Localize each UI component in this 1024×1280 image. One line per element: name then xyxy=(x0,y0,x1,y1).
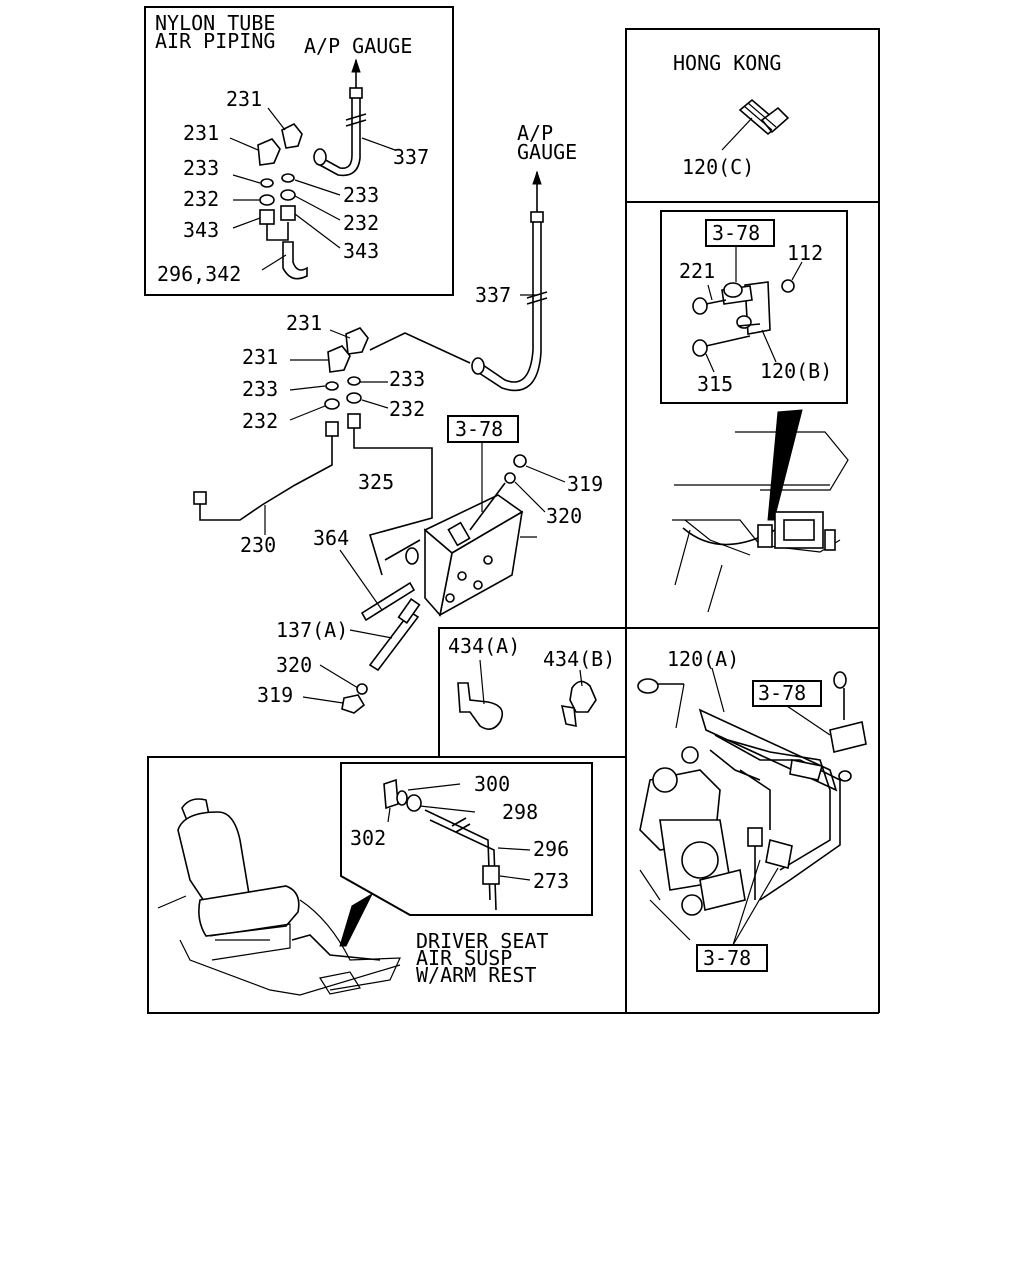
part-label-233: 233 xyxy=(242,377,278,401)
part-label-137a: 137(A) xyxy=(276,618,348,642)
part-label-221: 221 xyxy=(679,259,715,283)
seat-note-line1: DRIVER SEAT xyxy=(416,929,548,953)
driver-seat-sketch xyxy=(157,798,401,996)
frame-seat-detail xyxy=(340,762,593,916)
bracket-120b-drawing xyxy=(692,246,803,373)
part-label-231: 231 xyxy=(242,345,278,369)
part-label-337: 337 xyxy=(393,145,429,169)
part-label-231: 231 xyxy=(183,121,219,145)
inset-frame-nylon xyxy=(144,6,454,296)
inset-leader-lines xyxy=(229,107,396,271)
main-gauge-label: GAUGE xyxy=(517,140,577,164)
main-ap-label: A/P xyxy=(517,121,553,145)
clip-434b-drawing xyxy=(560,669,597,727)
part-label-120c: 120(C) xyxy=(682,155,754,179)
inset-title-line1: NYLON TUBE xyxy=(155,11,275,35)
part-label-325: 325 xyxy=(358,470,394,494)
vehicle-location-sketch xyxy=(672,409,849,613)
hong-kong-fitting-drawing xyxy=(721,98,790,151)
part-label-230: 230 xyxy=(240,533,276,557)
part-label-300: 300 xyxy=(474,772,510,796)
part-label-302: 302 xyxy=(350,826,386,850)
part-label-273: 273 xyxy=(533,869,569,893)
part-label-434b: 434(B) xyxy=(543,647,615,671)
part-label-343: 343 xyxy=(183,218,219,242)
part-label-319: 319 xyxy=(257,683,293,707)
part-label-337: 337 xyxy=(475,283,511,307)
part-label-112: 112 xyxy=(787,241,823,265)
seat-note-line2: AIR SUSP xyxy=(416,946,512,970)
part-label-364: 364 xyxy=(313,526,349,550)
inset-ap-gauge-label: A/P GAUGE xyxy=(304,34,412,58)
part-label-315: 315 xyxy=(697,372,733,396)
ref-box-3-78 xyxy=(696,944,768,972)
part-label-233: 233 xyxy=(389,367,425,391)
part-label-120b: 120(B) xyxy=(760,359,832,383)
inset-title-line2: AIR PIPING xyxy=(155,29,275,53)
frame-bracket-detail xyxy=(660,210,848,404)
ref-label-3-78: 3-78 xyxy=(758,681,806,705)
ref-label-3-78: 3-78 xyxy=(455,417,503,441)
part-label-231: 231 xyxy=(226,87,262,111)
main-piping-drawing xyxy=(193,170,548,714)
main-leader-lines xyxy=(264,294,566,704)
part-label-232: 232 xyxy=(242,409,278,433)
clip-434a-drawing xyxy=(457,659,504,730)
part-label-320: 320 xyxy=(276,653,312,677)
seat-detail-drawing xyxy=(383,778,531,911)
ref-label-3-78: 3-78 xyxy=(712,221,760,245)
seat-note-line3: W/ARM REST xyxy=(416,963,536,987)
part-label-434a: 434(A) xyxy=(448,634,520,658)
inset-nylon-tube-drawing xyxy=(257,58,367,280)
part-label-232: 232 xyxy=(183,187,219,211)
part-label-232: 232 xyxy=(343,211,379,235)
engine-piping-drawing xyxy=(637,667,867,946)
hong-kong-title: HONG KONG xyxy=(673,51,781,75)
ref-box-3-78 xyxy=(447,415,519,443)
part-label-296-342: 296,342 xyxy=(157,262,241,286)
ref-label-3-78: 3-78 xyxy=(703,946,751,970)
frame-driver-seat xyxy=(147,756,627,1014)
part-label-343: 343 xyxy=(343,239,379,263)
part-label-298: 298 xyxy=(502,800,538,824)
part-label-319: 319 xyxy=(567,472,603,496)
part-label-232: 232 xyxy=(389,397,425,421)
part-label-231: 231 xyxy=(286,311,322,335)
ref-box-3-78 xyxy=(705,219,775,247)
part-label-120a: 120(A) xyxy=(667,647,739,671)
part-label-233: 233 xyxy=(343,183,379,207)
part-label-296: 296 xyxy=(533,837,569,861)
part-label-233: 233 xyxy=(183,156,219,180)
part-label-320: 320 xyxy=(546,504,582,528)
